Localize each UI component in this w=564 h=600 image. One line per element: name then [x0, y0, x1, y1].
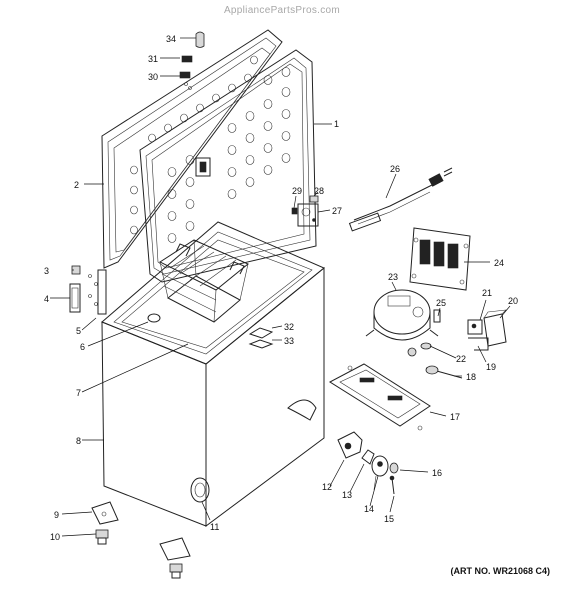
callout-14: 14 [364, 504, 374, 514]
callout-26: 26 [390, 164, 400, 174]
foot-bracket-9 [91, 501, 119, 525]
lid-outer-shell [101, 29, 283, 269]
callout-2: 2 [74, 180, 79, 190]
callout-12: 12 [322, 482, 332, 492]
part-13 [361, 449, 375, 465]
bracket-19 [468, 337, 489, 351]
relay-cover-20 [483, 309, 507, 347]
callout-1: 1 [334, 119, 339, 129]
callout-28: 28 [314, 186, 324, 196]
lid-liner-dimples [167, 67, 291, 243]
hinge-33 [248, 339, 274, 349]
callout-27: 27 [332, 206, 342, 216]
callout-7: 7 [76, 388, 81, 398]
callout-16: 16 [432, 468, 442, 478]
lid-lock-recess [195, 157, 211, 177]
condenser-grille-24 [409, 227, 471, 291]
callout-32: 32 [284, 322, 294, 332]
callout-17: 17 [450, 412, 460, 422]
callout-18: 18 [466, 372, 476, 382]
relay-21 [467, 319, 483, 335]
callout-34: 34 [166, 34, 176, 44]
art-number: (ART NO. WR21068 C4) [450, 566, 550, 576]
callout-20: 20 [508, 296, 518, 306]
callout-29: 29 [292, 186, 302, 196]
callout-3: 3 [44, 266, 49, 276]
thermostat-bracket-27 [297, 203, 319, 227]
part-28 [309, 195, 319, 203]
callout-31: 31 [148, 54, 158, 64]
callout-25: 25 [436, 298, 446, 308]
lid-stop-34 [195, 31, 205, 48]
hinge-screws-5 [88, 274, 98, 306]
callout-11: 11 [210, 522, 219, 532]
callout-4: 4 [44, 294, 49, 304]
callout-9: 9 [54, 510, 59, 520]
part-29 [291, 207, 298, 215]
part-25 [433, 309, 441, 323]
bracket-31 [181, 55, 193, 63]
foot-bracket-rear [159, 537, 191, 579]
callout-15: 15 [384, 514, 394, 524]
callout-23: 23 [388, 272, 398, 282]
hinge-4 [69, 283, 81, 313]
lamp-16 [389, 462, 399, 474]
hinge-32 [248, 327, 274, 339]
callout-labels: 1 2 3 4 5 6 7 8 9 10 11 12 13 14 15 16 1… [44, 34, 518, 542]
callout-10: 10 [50, 532, 60, 542]
callout-22: 22 [456, 354, 466, 364]
bracket-30 [179, 71, 192, 90]
callout-30: 30 [148, 72, 158, 82]
screw-15 [389, 475, 395, 495]
leveling-foot-10 [95, 529, 109, 545]
cabinet-side-vent [287, 399, 317, 421]
thermostat-12 [337, 431, 363, 459]
thermostat-knob-11 [190, 477, 210, 503]
lid-liner-gasket [139, 49, 317, 283]
callout-6: 6 [80, 342, 85, 352]
callout-33: 33 [284, 336, 294, 346]
callout-19: 19 [486, 362, 496, 372]
watermark: AppliancePartsPros.com [223, 5, 341, 16]
callout-8: 8 [76, 436, 81, 446]
callout-5: 5 [76, 326, 81, 336]
drain-plug-6 [147, 313, 161, 323]
wire-basket [158, 239, 249, 323]
base-plate-17 [329, 363, 431, 431]
compressor-23 [365, 289, 439, 357]
callout-21: 21 [482, 288, 492, 298]
control-bracket-14 [371, 455, 389, 491]
grommet-22 [420, 342, 432, 350]
leader-lines [50, 37, 511, 537]
callout-24: 24 [494, 258, 504, 268]
power-cord-26 [348, 167, 453, 232]
callout-13: 13 [342, 490, 352, 500]
cabinet-body [101, 221, 325, 527]
lid-outer-dimples [130, 55, 258, 235]
hinge-bracket [97, 269, 107, 315]
